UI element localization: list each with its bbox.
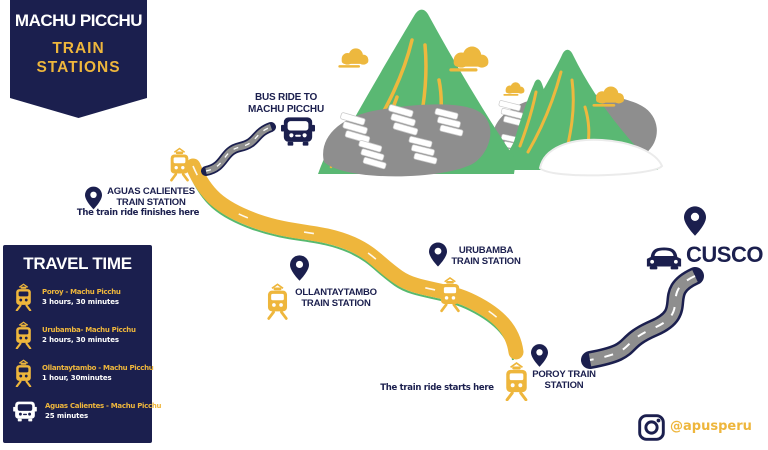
station-label-line2: STATION [544, 379, 584, 391]
pin-icon-aguas-calientes [85, 186, 102, 210]
route-label: Urubamba- Machu Picchu [42, 326, 136, 334]
train-icon [266, 282, 289, 320]
train-icon [169, 147, 190, 182]
pin-icon-ollantaytambo [290, 255, 309, 281]
route-label: Ollantaytambo - Machu Picchu [42, 364, 154, 372]
car-icon [646, 247, 682, 270]
station-label-line1: AGUAS CALIENTES [107, 186, 195, 197]
bus-icon [13, 401, 37, 421]
route-label: Poroy - Machu Picchu [42, 288, 121, 296]
instagram-icon[interactable] [638, 414, 665, 441]
duration-label: 2 hours, 30 minutes [42, 336, 119, 344]
bus-icon [281, 117, 315, 146]
train-icon [15, 359, 32, 387]
station-label-line2: TRAIN STATION [116, 196, 186, 208]
duration-label: 25 minutes [45, 412, 89, 420]
train-icon [15, 321, 32, 349]
bus-ride-line1: BUS RIDE TO [254, 92, 318, 103]
instagram-handle[interactable]: @apusperu [670, 419, 752, 434]
cusco-label: CUSCO [686, 242, 763, 267]
pin-icon-poroy [531, 344, 548, 367]
bus-ride-line2: MACHU PICCHU [248, 103, 324, 115]
travel-time-row-poroy: Poroy - Machu Picchu 3 hours, 30 minutes [3, 282, 152, 312]
station-label-line1: POROY TRAIN [532, 369, 596, 380]
title-banner: MACHU PICCHU TRAIN STATIONS [10, 0, 147, 118]
duration-label: 3 hours, 30 minutes [42, 298, 119, 306]
train-icon [15, 283, 32, 311]
travel-time-title: TRAVEL TIME [23, 254, 132, 273]
page-subtitle-line2: STATIONS [36, 59, 121, 76]
pin-icon-cusco [684, 206, 706, 236]
bus-ride-label: BUS RIDE TO MACHU PICCHU [230, 92, 342, 115]
station-label-aguas-calientes: AGUAS CALIENTES TRAIN STATION [104, 186, 198, 208]
duration-label: 1 hour, 30minutes [42, 374, 112, 382]
station-label-line2: TRAIN STATION [301, 297, 371, 309]
finish-note: The train ride finishes here [76, 208, 200, 218]
station-label-poroy: POROY TRAIN STATION [527, 369, 601, 391]
page-title: MACHU PICCHU [14, 11, 143, 30]
travel-time-row-ollantaytambo: Ollantaytambo - Machu Picchu 1 hour, 30m… [3, 358, 154, 388]
travel-time-row-aguas-calientes: Aguas Calientes - Machu Picchu 25 minute… [3, 396, 162, 426]
route-label: Aguas Calientes - Machu Picchu [45, 402, 162, 410]
train-icon [439, 276, 461, 313]
station-label-urubamba: URUBAMBA TRAIN STATION [447, 245, 525, 267]
station-label-line2: TRAIN STATION [451, 255, 521, 267]
page-subtitle-line1: TRAIN [52, 40, 105, 57]
travel-time-row-urubamba: Urubamba- Machu Picchu 2 hours, 30 minut… [3, 320, 152, 350]
station-label-ollantaytambo: OLLANTAYTAMBO TRAIN STATION [291, 287, 381, 309]
station-label-line1: URUBAMBA [458, 245, 514, 256]
station-label-line1: OLLANTAYTAMBO [295, 287, 377, 298]
mountains-illustration [318, 9, 664, 177]
start-note: The train ride starts here [380, 383, 494, 393]
pin-icon-urubamba [429, 242, 447, 267]
travel-time-panel: TRAVEL TIME Poroy - Machu Picchu 3 hours… [3, 245, 162, 443]
